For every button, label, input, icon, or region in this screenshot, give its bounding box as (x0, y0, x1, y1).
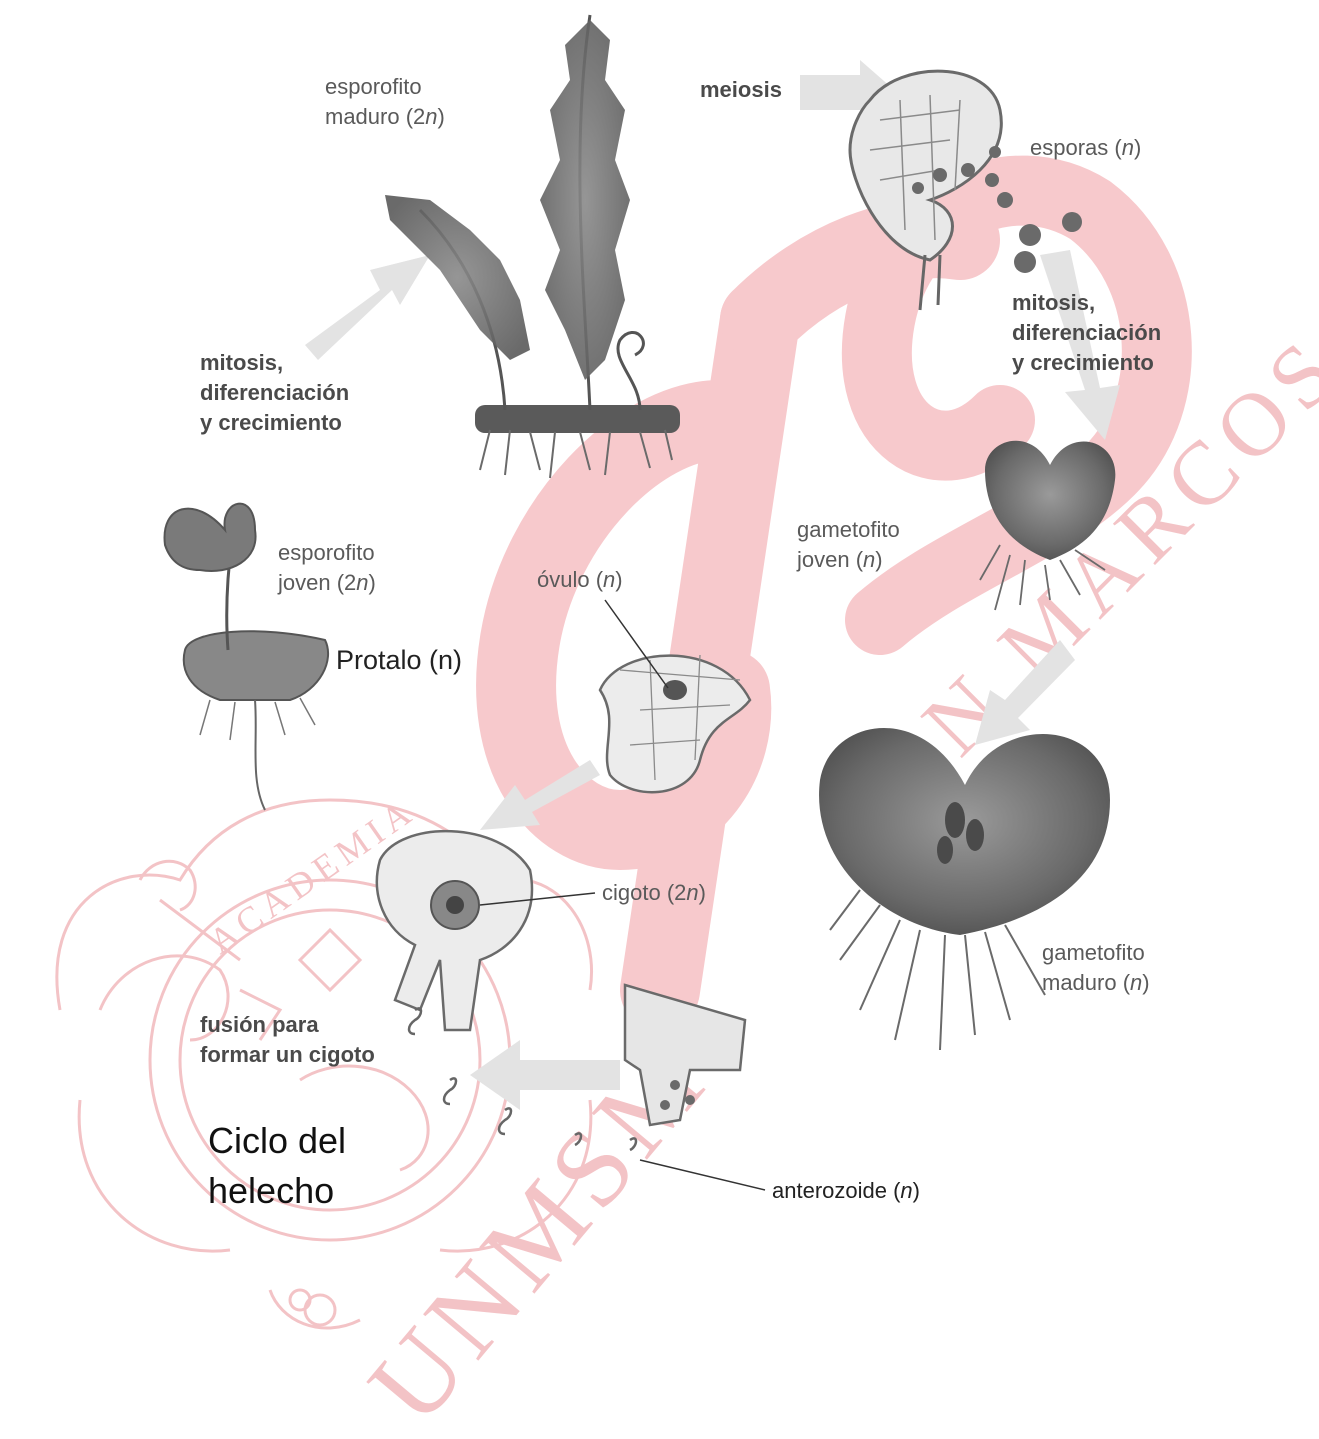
label-antherozoid: anterozoide (n) (772, 1176, 920, 1206)
label-growth-right: mitosis, diferenciación y crecimiento (1012, 288, 1161, 378)
label-fusion: fusión para formar un cigoto (200, 1010, 375, 1070)
label-spores: esporas (n) (1030, 133, 1141, 163)
label-prothallus: Protalo (n) (336, 644, 462, 676)
label-young-sporophyte: esporofito joven (2n) (278, 538, 376, 598)
arrow-to-sporophyte (305, 255, 430, 360)
label-growth-left: mitosis, diferenciación y crecimiento (200, 348, 349, 438)
caption-fern-cycle: Ciclo del helecho (208, 1116, 346, 1216)
zygote-illustration (377, 831, 532, 1030)
label-meiosis: meiosis (700, 75, 782, 105)
label-young-gametophyte: gametofito joven (n) (797, 515, 900, 575)
mature-gametophyte-illustration (819, 728, 1110, 1050)
label-ovule: óvulo (n) (537, 565, 623, 595)
label-mature-sporophyte: esporofito maduro (2n) (325, 72, 445, 132)
label-zygote: cigoto (2n) (602, 878, 706, 908)
label-mature-gametophyte: gametofito maduro (n) (1042, 938, 1150, 998)
